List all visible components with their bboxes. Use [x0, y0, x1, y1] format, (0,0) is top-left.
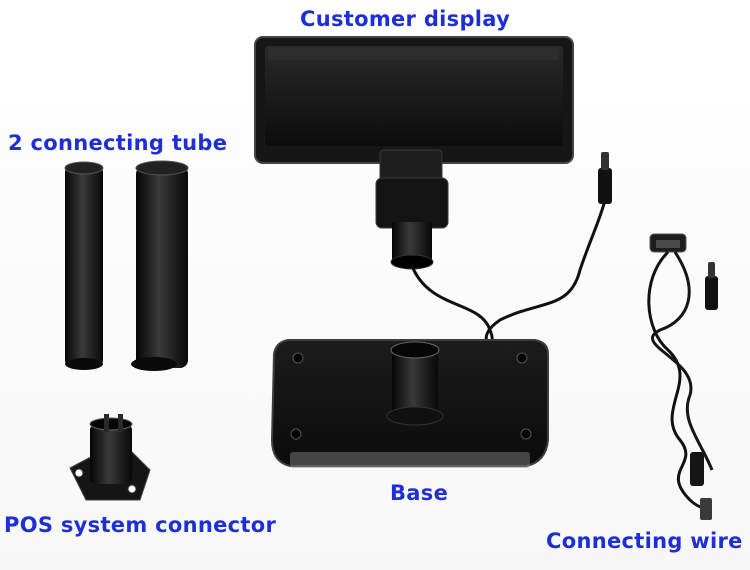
connecting-tube-right: [131, 160, 189, 371]
display-cable-pin: [601, 152, 609, 170]
connecting-tube-left: [64, 161, 104, 370]
label-pos-system-connector: POS system connector: [4, 513, 277, 537]
display-glare: [268, 48, 558, 60]
display-cable-plug: [598, 168, 612, 204]
display-mount: [375, 177, 449, 229]
display-cable: [410, 199, 607, 345]
label-connecting-wire: Connecting wire: [546, 529, 743, 553]
connecting-wire: [647, 233, 718, 520]
label-base: Base: [390, 481, 449, 505]
pos-system-connector: [69, 414, 151, 501]
label-connecting-tubes: 2 connecting tube: [8, 131, 228, 155]
display-screen: [265, 46, 563, 146]
label-customer-display: Customer display: [300, 7, 511, 31]
base-plate: [270, 339, 549, 468]
customer-display: [254, 36, 574, 270]
